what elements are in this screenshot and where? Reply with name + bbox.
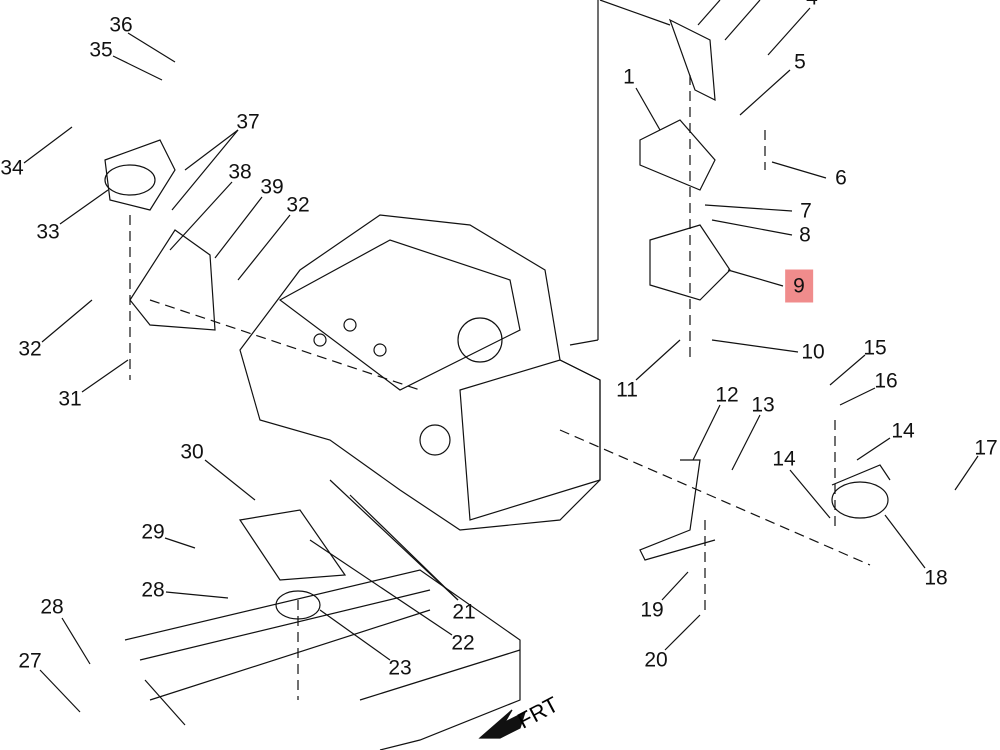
callout-5: 5 (794, 50, 806, 74)
callout-9-highlighted[interactable]: 9 (785, 269, 813, 303)
callout-35: 35 (89, 38, 113, 62)
callout-8: 8 (799, 223, 811, 247)
callout-32: 32 (18, 337, 42, 361)
callout-39: 39 (260, 175, 284, 199)
callout-32: 32 (286, 193, 310, 217)
callout-19: 19 (640, 598, 664, 622)
front-direction-arrow (478, 709, 526, 739)
callout-7: 7 (800, 199, 812, 223)
callout-30: 30 (180, 440, 204, 464)
callout-12: 12 (715, 383, 739, 407)
callout-22: 22 (451, 631, 475, 655)
callout-15: 15 (863, 336, 887, 360)
callout-29: 29 (141, 520, 165, 544)
callout-36: 36 (109, 13, 133, 37)
subframe (124, 569, 521, 750)
callout-28: 28 (40, 595, 64, 619)
callout-27: 27 (18, 649, 42, 673)
callout-17: 17 (974, 436, 998, 460)
callout-23: 23 (388, 656, 412, 680)
callout-10: 10 (801, 340, 825, 364)
callout-34: 34 (0, 156, 24, 180)
callout-31: 31 (58, 387, 82, 411)
engine-transmission-assembly (239, 214, 601, 531)
dashed-alignment-lines (129, 75, 871, 700)
callout-28: 28 (141, 578, 165, 602)
leader-lines (23, 0, 979, 713)
callout-1: 1 (623, 65, 635, 89)
callout-6: 6 (835, 166, 847, 190)
mounts-and-brackets (104, 18, 891, 620)
callout-13: 13 (751, 393, 775, 417)
callout-33: 33 (36, 220, 60, 244)
callout-14: 14 (891, 419, 915, 443)
callout-37: 37 (236, 110, 260, 134)
callout-14: 14 (772, 447, 796, 471)
callout-4: 4 (806, 0, 818, 9)
callout-16: 16 (874, 369, 898, 393)
callout-38: 38 (228, 160, 252, 184)
callout-11: 11 (616, 378, 638, 402)
callout-20: 20 (644, 648, 668, 672)
callout-18: 18 (924, 566, 948, 590)
callout-21: 21 (452, 600, 476, 624)
